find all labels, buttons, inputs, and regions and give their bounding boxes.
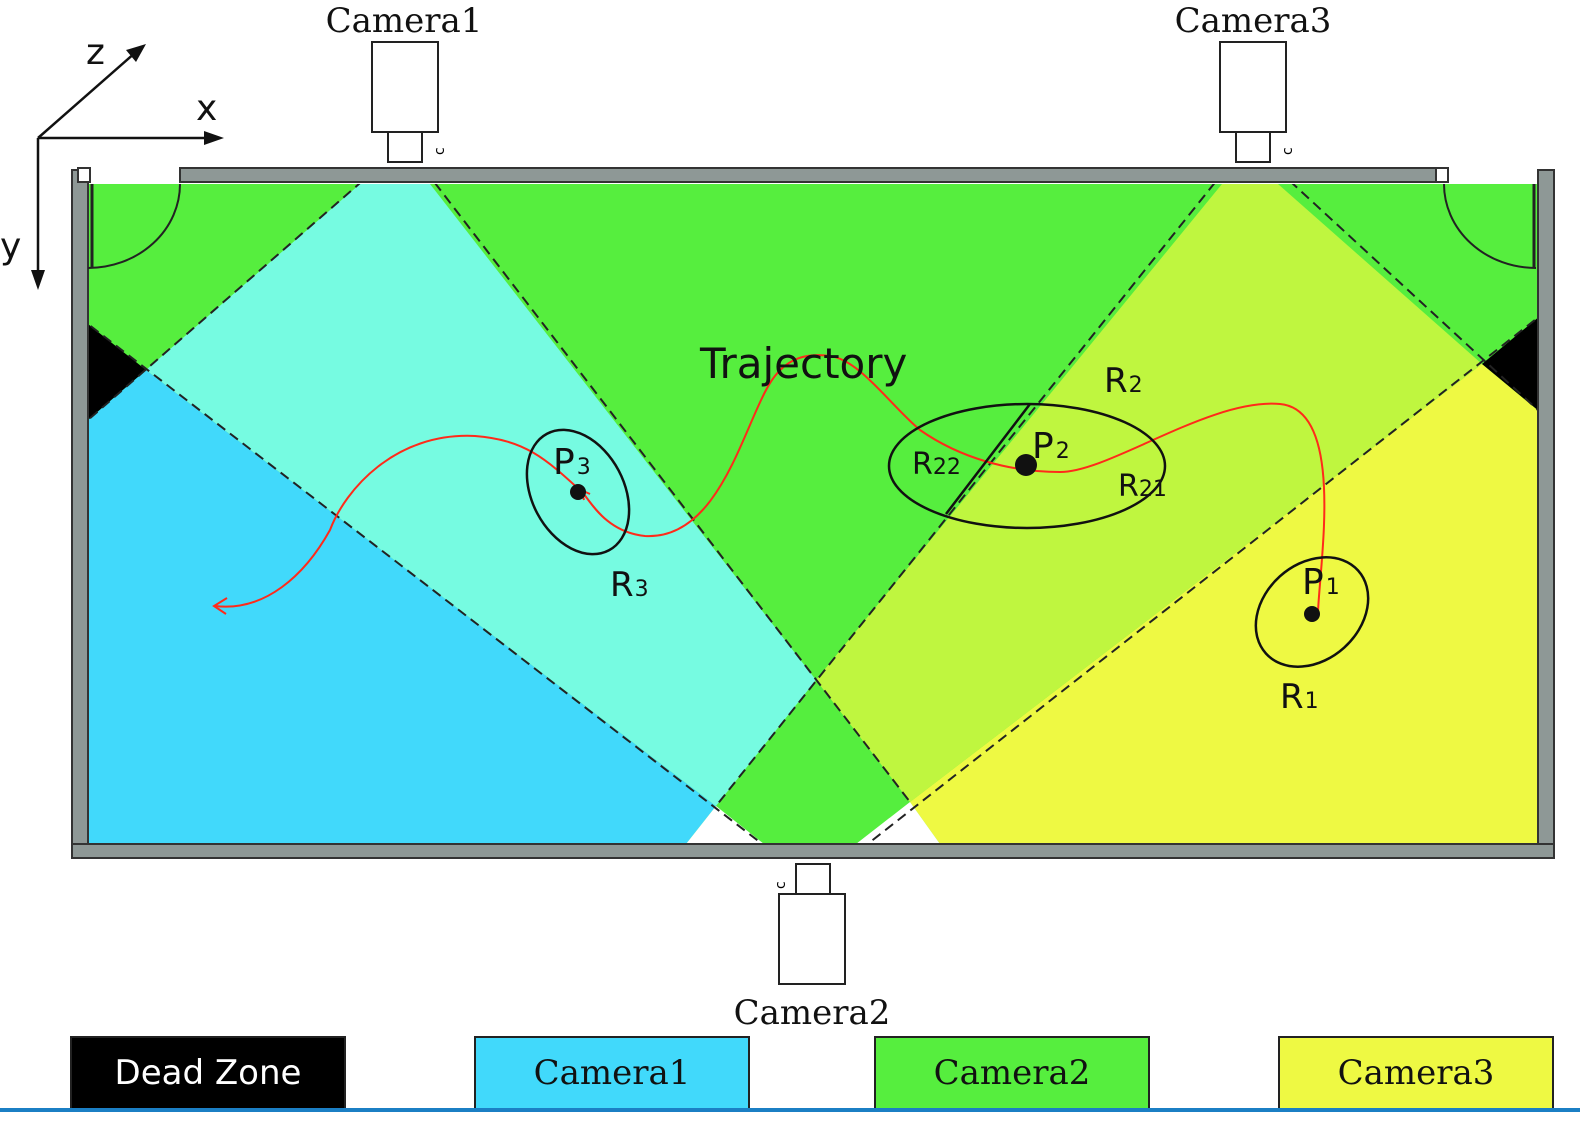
coverage-zones [88, 184, 1540, 844]
point-p1-label: P1 [1302, 562, 1340, 603]
camera3-body [1219, 41, 1287, 133]
camera2: c Camera2 [734, 863, 891, 1033]
zone-camera1-only [88, 370, 716, 844]
point-p3-dot [570, 484, 586, 500]
legend-camera3-label: Camera3 [1337, 1053, 1495, 1093]
zone-center-bottom [716, 680, 910, 844]
camera2-lens-mark: c [773, 881, 789, 889]
z-axis-label: z [86, 32, 105, 73]
fov-line-camera1-right [434, 184, 911, 803]
region-r1-label: R1 [1280, 677, 1319, 717]
blind-zone-left [686, 806, 764, 844]
camera1-body [371, 41, 439, 133]
tank-walls [71, 167, 1555, 859]
region-r2-ellipse [887, 402, 1167, 530]
region-r2-divider [945, 403, 1031, 515]
legend-camera1: Camera1 [474, 1036, 750, 1110]
legend-camera2-label: Camera2 [933, 1053, 1091, 1093]
camera3-label: Camera3 [1175, 1, 1332, 41]
tank-right-wall [1537, 169, 1555, 859]
x-axis-label: x [196, 88, 217, 129]
region-r22-label: R22 [912, 447, 961, 482]
region-r2-label: R2 [1104, 361, 1143, 401]
legend-camera2: Camera2 [874, 1036, 1150, 1110]
legend-camera1-label: Camera1 [533, 1053, 691, 1093]
fov-line-camera2-right [866, 315, 1540, 844]
camera2-body [778, 893, 846, 985]
point-p1-dot [1304, 606, 1320, 622]
point-p2-dot [1015, 454, 1037, 476]
y-axis-arrow [31, 270, 45, 290]
tank-lid [179, 167, 1447, 183]
camera1-label: Camera1 [326, 1, 483, 41]
camera1-lens-mark: c [432, 147, 448, 155]
regions [525, 402, 1370, 668]
region-r3-label: R3 [610, 565, 649, 605]
zone-camera1-camera2-overlap [146, 184, 816, 806]
camera1-lens [387, 131, 423, 163]
camera2-label: Camera2 [734, 993, 891, 1033]
zone-camera3-only [910, 364, 1540, 844]
axis-labels: x y z [0, 32, 217, 267]
lid-hinge-right [1435, 167, 1449, 183]
trajectory [212, 354, 1326, 615]
dead-zone-left [88, 324, 146, 420]
fov-lines [88, 184, 1540, 844]
trajectory-label: Trajectory [699, 339, 907, 388]
legend-dead-zone: Dead Zone [70, 1036, 346, 1110]
zone-camera2-camera3-overlap [816, 184, 1482, 802]
blind-zone-right [856, 802, 940, 844]
point-p3-label: P3 [553, 442, 591, 483]
tank-bottom-wall [71, 843, 1555, 859]
region-r1-ellipse [1254, 556, 1370, 668]
point-p2-label: P2 [1032, 426, 1070, 467]
x-axis-arrow [204, 131, 224, 145]
fov-line-camera3-right [1291, 184, 1540, 413]
door-swing-right [1443, 183, 1537, 269]
camera2-lens [795, 863, 831, 895]
trajectory-arrowhead [212, 597, 228, 615]
camera3-lens-mark: c [1280, 147, 1296, 155]
tank-left-wall [71, 169, 89, 859]
fov-line-camera3-left [715, 184, 1216, 807]
trajectory-path [214, 354, 1326, 613]
region-r21-label: R21 [1118, 469, 1167, 504]
annotation-labels: Trajectory P1 P2 P3 R1 R2 R3 R21 R22 [553, 339, 1340, 717]
dead-zone-right [1482, 316, 1540, 412]
bottom-accent-line [0, 1108, 1580, 1112]
coordinate-axes [31, 44, 224, 290]
legend-dead-zone-label: Dead Zone [114, 1053, 302, 1093]
y-axis-label: y [0, 226, 21, 267]
z-axis-line [37, 51, 137, 139]
camera1: c Camera1 [326, 1, 483, 163]
legend-camera3: Camera3 [1278, 1036, 1554, 1110]
z-axis-arrow [126, 44, 146, 62]
camera3-lens [1235, 131, 1271, 163]
region-r3-ellipse [525, 428, 631, 556]
lid-hinge-left [77, 167, 91, 183]
door-swing-left [87, 183, 181, 269]
camera3: c Camera3 [1175, 1, 1332, 163]
